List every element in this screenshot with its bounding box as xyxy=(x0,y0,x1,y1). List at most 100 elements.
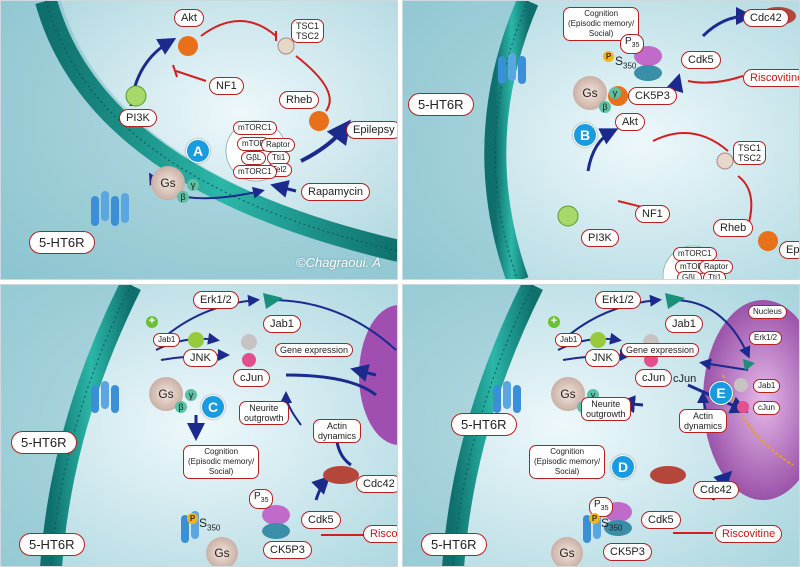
gbl-label-b: GβL xyxy=(677,271,703,279)
tsc-label-b: TSC1 TSC2 xyxy=(733,141,767,165)
cjun-plain-label: cJun xyxy=(673,373,697,385)
erk-nuc-label: Erk1/2 xyxy=(749,331,783,345)
cognition-label-d: Cognition (Episodic memory/ Social) xyxy=(529,445,606,479)
akt-label-b: Akt xyxy=(615,113,645,131)
receptor-label-c: 5-HT6R xyxy=(11,431,77,454)
mtorc1-label: mTORC1 xyxy=(233,121,277,135)
cdc42-label-c: Cdc42 xyxy=(356,475,397,493)
p35-label-c: P35 xyxy=(249,489,274,509)
cdk5-label: Cdk5 xyxy=(681,51,721,69)
receptor-helices xyxy=(91,191,129,226)
phospho-p-c: P xyxy=(187,513,198,524)
plus-ball: + xyxy=(146,316,158,328)
beta-ball-c: β xyxy=(175,401,187,413)
s350-s-c: S xyxy=(199,516,208,530)
nf1-label-b: NF1 xyxy=(635,205,670,223)
p35-sub-c: 35 xyxy=(260,497,269,504)
panel-b: B Cognition (Episodic memory/ Social) Cd… xyxy=(402,0,800,280)
p35-label-d: P35 xyxy=(589,497,614,517)
rapamycin-label: Rapamycin xyxy=(301,183,371,201)
s350-s: S xyxy=(615,54,624,68)
receptor-label-d: 5-HT6R xyxy=(451,413,517,436)
tsc-label: TSC1 TSC2 xyxy=(291,19,325,43)
plus-ball-d: + xyxy=(548,316,560,328)
cognition-label: Cognition (Episodic memory/ Social) xyxy=(563,7,640,41)
panel-a: A Akt TSC1 TSC2 NF1 Rheb PI3K Epilepsy R… xyxy=(0,0,398,280)
cdk5-label-c: Cdk5 xyxy=(301,511,341,529)
s350-sub-c: 350 xyxy=(207,523,221,533)
p35-sub-d: 35 xyxy=(600,505,609,512)
nucleus-d xyxy=(703,300,799,500)
receptor-label-d2: 5-HT6R xyxy=(421,533,487,556)
jnk-label-d: JNK xyxy=(585,349,620,367)
s350-label-c: S350 xyxy=(199,516,220,532)
jab1-label-d: Jab1 xyxy=(665,315,703,333)
s350-s-d: S xyxy=(601,516,610,530)
badge-a: A xyxy=(186,139,210,163)
cjun-label-d: cJun xyxy=(635,369,673,387)
badge-d: D xyxy=(611,455,635,479)
nf1-label: NF1 xyxy=(209,77,244,95)
p35-sub: 35 xyxy=(631,42,640,49)
jab1-small-label: Jab1 xyxy=(153,333,181,347)
panel-d: Erk1/2 Nucleus Erk1/2 Jab1 Jab1 + JNK Ge… xyxy=(402,284,800,567)
badge-b: B xyxy=(573,123,597,147)
gene-label: Gene expression xyxy=(275,343,354,357)
jab1-nuc-label: Jab1 xyxy=(753,379,781,393)
rheb-label: Rheb xyxy=(279,91,320,109)
beta-ball-b: β xyxy=(599,101,611,113)
gene-label-d: Gene expression xyxy=(621,343,700,357)
gs2-ball-d: Gs xyxy=(551,537,583,566)
jab1-label: Jab1 xyxy=(263,315,301,333)
mtorc1-label-b: mTORC1 xyxy=(673,247,717,261)
jnk-label: JNK xyxy=(183,349,218,367)
cognition-label-c: Cognition (Episodic memory/ Social) xyxy=(183,445,260,479)
cjun-nuc-label: cJun xyxy=(753,401,780,415)
rheb-label-b: Rheb xyxy=(713,219,754,237)
ck5p3-label-d: CK5P3 xyxy=(603,543,652,561)
cdk5-label-d: Cdk5 xyxy=(641,511,681,529)
epilepsy-label: Epilepsy xyxy=(346,121,397,139)
nucleus-c xyxy=(359,305,397,445)
membrane-b xyxy=(484,1,539,279)
mtorc1b-label: mTORC1 xyxy=(233,165,277,179)
nucleus-label: Nucleus xyxy=(748,305,787,319)
receptor-label-c2: 5-HT6R xyxy=(19,533,85,556)
badge-e: E xyxy=(709,381,733,405)
erk-label-d: Erk1/2 xyxy=(595,291,641,309)
s350-sub: 350 xyxy=(623,61,637,71)
s350-label: S350 xyxy=(615,54,636,70)
actin-label-d: Actin dynamics xyxy=(679,409,728,433)
copyright: ©Chagraoui. A xyxy=(296,255,381,270)
receptor-label-b: 5-HT6R xyxy=(408,93,474,116)
ck5p3-label: CK5P3 xyxy=(628,87,677,105)
tti-label-b: Tti1 xyxy=(703,271,727,279)
beta-ball: β xyxy=(177,191,189,203)
gs2-ball-c: Gs xyxy=(206,537,238,566)
raptor-label: Raptor xyxy=(261,138,296,152)
cdc42-label: Cdc42 xyxy=(743,9,789,27)
p35-p: P xyxy=(625,36,632,47)
gamma-ball-b: γ xyxy=(609,87,621,99)
riscovitine-label: Riscovitine xyxy=(743,69,799,87)
phospho-p-d: P xyxy=(589,513,600,524)
p35-p-c: P xyxy=(254,491,261,502)
ep-label: Ep xyxy=(779,241,799,259)
receptor-helices-c xyxy=(91,381,199,543)
pi3k-label: PI3K xyxy=(119,109,157,127)
erk-label: Erk1/2 xyxy=(193,291,239,309)
p35-p-d: P xyxy=(594,499,601,510)
phospho-p: P xyxy=(603,51,614,62)
p35-label: P35 xyxy=(620,34,645,54)
ck5p3-label-c: CK5P3 xyxy=(263,541,312,559)
panel-c: Erk1/2 Jab1 Jab1 + JNK Gene expression c… xyxy=(0,284,398,567)
receptor-label: 5-HT6R xyxy=(29,231,95,254)
actin-label: Actin dynamics xyxy=(313,419,362,443)
gs-ball-c: Gs xyxy=(149,377,183,411)
riscovitine-label-d: Riscovitine xyxy=(715,525,783,543)
risco-label: Risco xyxy=(363,525,397,543)
neurite-label: Neurite outgrowth xyxy=(239,401,289,425)
s350-label-d: S350 xyxy=(601,516,622,532)
receptor-helices-d xyxy=(493,381,601,543)
erk-shape xyxy=(263,293,283,309)
